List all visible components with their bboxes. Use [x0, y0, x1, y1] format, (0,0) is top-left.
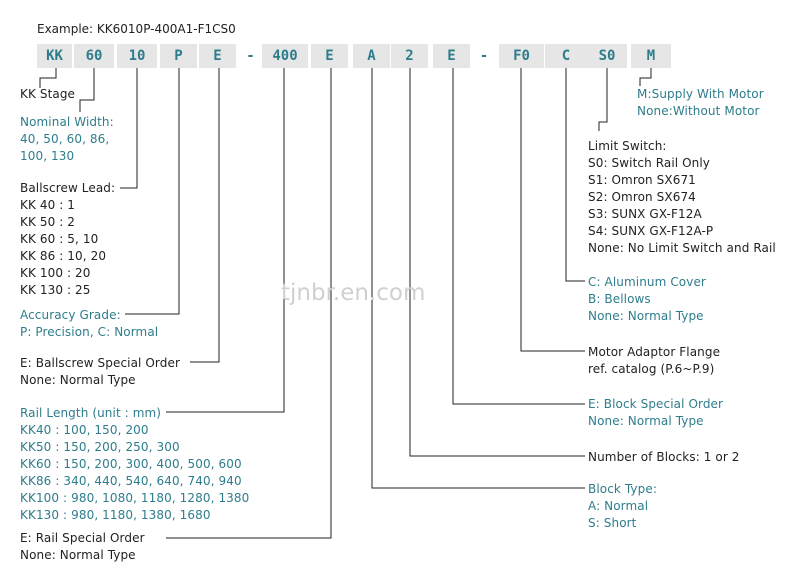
nominal-width-line: 100, 130 [20, 149, 75, 163]
rail-length-line: KK50 : 150, 200, 250, 300 [20, 440, 180, 454]
rail-length-line: KK130 : 980, 1180, 1380, 1680 [20, 508, 211, 522]
code-box: 60 [74, 44, 114, 68]
code-box: F0 [499, 44, 544, 68]
rail-length-line: KK60 : 150, 200, 300, 400, 500, 600 [20, 457, 242, 471]
motor-flange-line: ref. catalog (P.6~P.9) [588, 362, 715, 376]
block-special-block: E: Block Special Order None: Normal Type [588, 396, 723, 430]
code-box: - [242, 44, 259, 68]
ballscrew-lead-line: KK 100 : 20 [20, 266, 91, 280]
ballscrew-special-block: E: Ballscrew Special Order None: Normal … [20, 355, 180, 389]
limit-switch-line: S0: Switch Rail Only [588, 156, 710, 170]
limit-switch-line: S3: SUNX GX-F12A [588, 207, 702, 221]
limit-switch-line: None: No Limit Switch and Rail [588, 241, 776, 255]
code-box: KK [37, 44, 72, 68]
cover-block: C: Aluminum Cover B: Bellows None: Norma… [588, 274, 706, 325]
code-box: P [160, 44, 197, 68]
rail-special-line: E: Rail Special Order [20, 531, 145, 545]
limit-switch-block: Limit Switch: S0: Switch Rail Only S1: O… [588, 138, 776, 257]
limit-switch-line: Limit Switch: [588, 139, 667, 153]
ballscrew-lead-line: KK 86 : 10, 20 [20, 249, 107, 263]
accuracy-grade-block: Accuracy Grade: P: Precision, C: Normal [20, 307, 158, 341]
code-box: S0 [587, 44, 627, 68]
ballscrew-lead-block: Ballscrew Lead: KK 40 : 1 KK 50 : 2 KK 6… [20, 180, 115, 299]
motor-flange-line: Motor Adaptor Flange [588, 345, 721, 359]
block-type-line: A: Normal [588, 499, 649, 513]
nominal-width-block: Nominal Width: 40, 50, 60, 86, 100, 130 [20, 114, 114, 165]
block-type-block: Block Type: A: Normal S: Short [588, 481, 657, 532]
code-box: E [311, 44, 348, 68]
cover-line: None: Normal Type [588, 309, 704, 323]
rail-length-line: KK100 : 980, 1080, 1180, 1280, 1380 [20, 491, 250, 505]
ballscrew-lead-line: KK 50 : 2 [20, 215, 76, 229]
code-box: M [631, 44, 671, 68]
nominal-width-line: Nominal Width: [20, 115, 114, 129]
motor-supply-line: None:Without Motor [637, 104, 760, 118]
block-type-line: S: Short [588, 516, 637, 530]
code-box: 10 [117, 44, 157, 68]
ballscrew-lead-line: KK 130 : 25 [20, 283, 91, 297]
accuracy-grade-line: Accuracy Grade: [20, 308, 121, 322]
code-box: 2 [391, 44, 428, 68]
code-box: E [433, 44, 470, 68]
ballscrew-lead-line: KK 40 : 1 [20, 198, 76, 212]
code-box: A [353, 44, 390, 68]
motor-supply-block: M:Supply With Motor None:Without Motor [637, 86, 764, 120]
limit-switch-line: S4: SUNX GX-F12A-P [588, 224, 714, 238]
accuracy-grade-line: P: Precision, C: Normal [20, 325, 159, 339]
rail-special-block: E: Rail Special Order None: Normal Type [20, 530, 145, 564]
rail-length-line: KK86 : 340, 440, 540, 640, 740, 940 [20, 474, 242, 488]
code-box: C [545, 44, 587, 68]
code-box: - [473, 44, 495, 68]
block-special-line: E: Block Special Order [588, 397, 724, 411]
code-box: 400 [262, 44, 308, 68]
example-title: Example: KK6010P-400A1-F1CS0 [37, 22, 236, 36]
rail-special-line: None: Normal Type [20, 548, 136, 562]
watermark: tjnbr.en.com [281, 280, 426, 306]
ballscrew-special-line: None: Normal Type [20, 373, 136, 387]
rail-length-block: Rail Length (unit : mm) KK40 : 100, 150,… [20, 405, 249, 524]
num-blocks-block: Number of Blocks: 1 or 2 [588, 449, 740, 466]
block-special-line: None: Normal Type [588, 414, 704, 428]
code-box: E [199, 44, 236, 68]
limit-switch-line: S2: Omron SX674 [588, 190, 696, 204]
ballscrew-lead-line: KK 60 : 5, 10 [20, 232, 99, 246]
kk-stage-label: KK Stage [20, 87, 76, 101]
limit-switch-line: S1: Omron SX671 [588, 173, 696, 187]
rail-length-line: Rail Length (unit : mm) [20, 406, 162, 420]
motor-supply-line: M:Supply With Motor [637, 87, 764, 101]
ballscrew-special-line: E: Ballscrew Special Order [20, 356, 180, 370]
num-blocks-line: Number of Blocks: 1 or 2 [588, 450, 740, 464]
motor-flange-block: Motor Adaptor Flange ref. catalog (P.6~P… [588, 344, 720, 378]
cover-line: C: Aluminum Cover [588, 275, 706, 289]
rail-length-line: KK40 : 100, 150, 200 [20, 423, 149, 437]
nominal-width-line: 40, 50, 60, 86, [20, 132, 110, 146]
block-type-line: Block Type: [588, 482, 657, 496]
cover-line: B: Bellows [588, 292, 651, 306]
ballscrew-lead-line: Ballscrew Lead: [20, 181, 116, 195]
